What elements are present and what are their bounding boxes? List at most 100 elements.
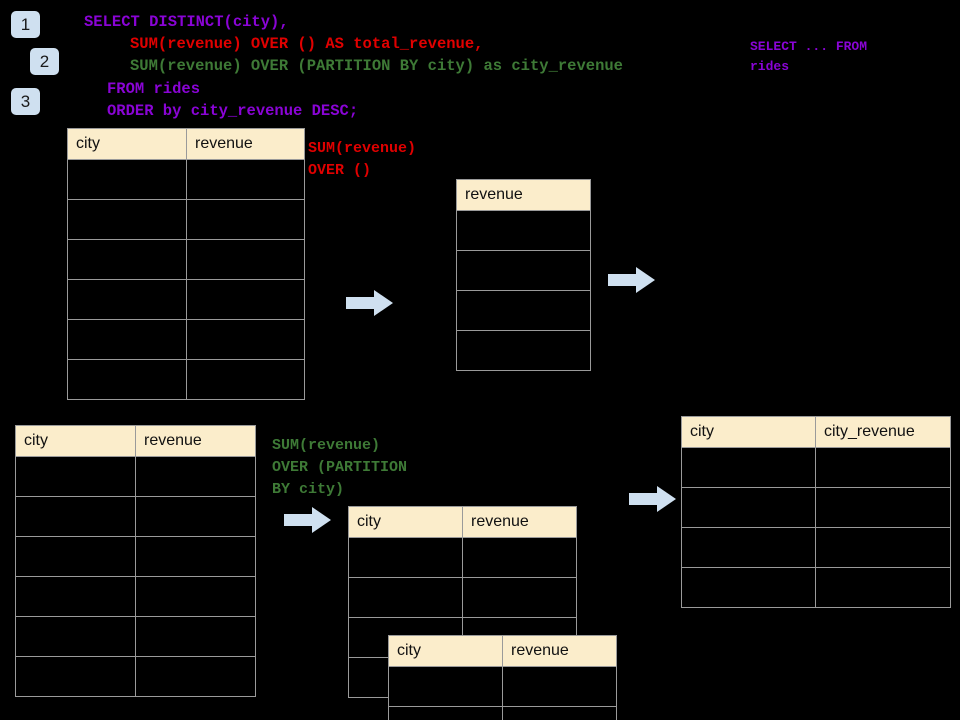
table-cell [135, 536, 256, 577]
table-cell [348, 537, 463, 578]
table-cell [502, 706, 617, 720]
table-row [67, 359, 305, 400]
step-badge-2: 2 [30, 48, 59, 75]
table-cell [186, 319, 305, 360]
table-row [15, 456, 256, 497]
column-header-revenue: revenue [462, 506, 577, 538]
table-cell [186, 239, 305, 280]
table-header-row: revenue [456, 179, 591, 211]
table-cell [186, 359, 305, 400]
table-cell [186, 279, 305, 320]
table-source-top: city revenue [67, 128, 305, 400]
flow-arrow-icon [629, 486, 676, 512]
column-header-city: city [67, 128, 187, 160]
table-cell [815, 527, 951, 568]
table-row [15, 656, 256, 697]
sql-line-total-revenue: SUM(revenue) OVER () AS total_revenue, [130, 35, 484, 53]
column-header-city: city [388, 635, 503, 667]
column-header-city: city [681, 416, 816, 448]
table-row [15, 536, 256, 577]
table-header-row: city city_revenue [681, 416, 951, 448]
table-row [388, 666, 617, 707]
annotation-partition-line1: SUM(revenue) [272, 437, 381, 454]
table-row [681, 567, 951, 608]
table-cell [67, 359, 187, 400]
table-row [67, 239, 305, 280]
table-body [456, 210, 591, 371]
column-header-city: city [348, 506, 463, 538]
table-body [67, 159, 305, 400]
table-cell [815, 487, 951, 528]
table-cell [15, 536, 136, 577]
sql-line-select: SELECT DISTINCT(city), [84, 13, 289, 31]
table-cell [456, 290, 591, 331]
table-cell [388, 706, 503, 720]
sql-line-order-by: ORDER by city_revenue DESC; [107, 102, 359, 120]
table-cell [681, 487, 816, 528]
column-header-revenue: revenue [135, 425, 256, 457]
table-cell [456, 250, 591, 291]
table-cell [186, 199, 305, 240]
table-cell [15, 576, 136, 617]
table-body [388, 666, 617, 720]
table-cell [15, 496, 136, 537]
table-cell [186, 159, 305, 200]
table-cell [502, 666, 617, 707]
step-badge-3: 3 [11, 88, 40, 115]
table-cell [67, 279, 187, 320]
table-cell [462, 577, 577, 618]
table-cell [681, 447, 816, 488]
table-cell [15, 656, 136, 697]
sql-line-city-revenue: SUM(revenue) OVER (PARTITION BY city) as… [130, 57, 623, 75]
table-row [15, 616, 256, 657]
table-partition-front: city revenue [388, 635, 617, 720]
sidenote-rides: rides [750, 59, 790, 74]
table-row [456, 330, 591, 371]
table-row [681, 487, 951, 528]
column-header-city: city [15, 425, 136, 457]
table-cell [135, 576, 256, 617]
table-cell [15, 616, 136, 657]
table-row [681, 527, 951, 568]
table-row [348, 537, 577, 578]
table-header-row: city revenue [67, 128, 305, 160]
annotation-partition-line3: BY city) [272, 481, 345, 498]
table-header-row: city revenue [15, 425, 256, 457]
table-cell [681, 527, 816, 568]
sidenote-select-from: SELECT ... FROM [750, 39, 868, 54]
table-cell [815, 447, 951, 488]
table-cell [15, 456, 136, 497]
table-cell [135, 456, 256, 497]
flow-arrow-icon [608, 267, 655, 293]
table-header-row: city revenue [348, 506, 577, 538]
table-source-bottom: city revenue [15, 425, 256, 697]
annotation-total-line2: OVER () [308, 162, 372, 179]
table-cell [67, 319, 187, 360]
column-header-revenue: revenue [502, 635, 617, 667]
table-body [681, 447, 951, 608]
flow-arrow-icon [284, 507, 331, 533]
flow-arrow-icon [346, 290, 393, 316]
table-cell [135, 656, 256, 697]
table-cell [462, 537, 577, 578]
table-cell [348, 577, 463, 618]
table-cell [67, 199, 187, 240]
table-cell [67, 239, 187, 280]
annotation-total-line1: SUM(revenue) [308, 140, 417, 157]
table-total-revenue: revenue [456, 179, 591, 371]
table-cell [67, 159, 187, 200]
table-row [67, 159, 305, 200]
table-row [456, 290, 591, 331]
table-row [67, 319, 305, 360]
table-body [15, 456, 256, 697]
table-cell [815, 567, 951, 608]
table-row [67, 279, 305, 320]
table-cell [681, 567, 816, 608]
table-cell [456, 330, 591, 371]
table-row [348, 577, 577, 618]
step-badge-1: 1 [11, 11, 40, 38]
table-row [681, 447, 951, 488]
table-row [15, 576, 256, 617]
table-row [456, 250, 591, 291]
